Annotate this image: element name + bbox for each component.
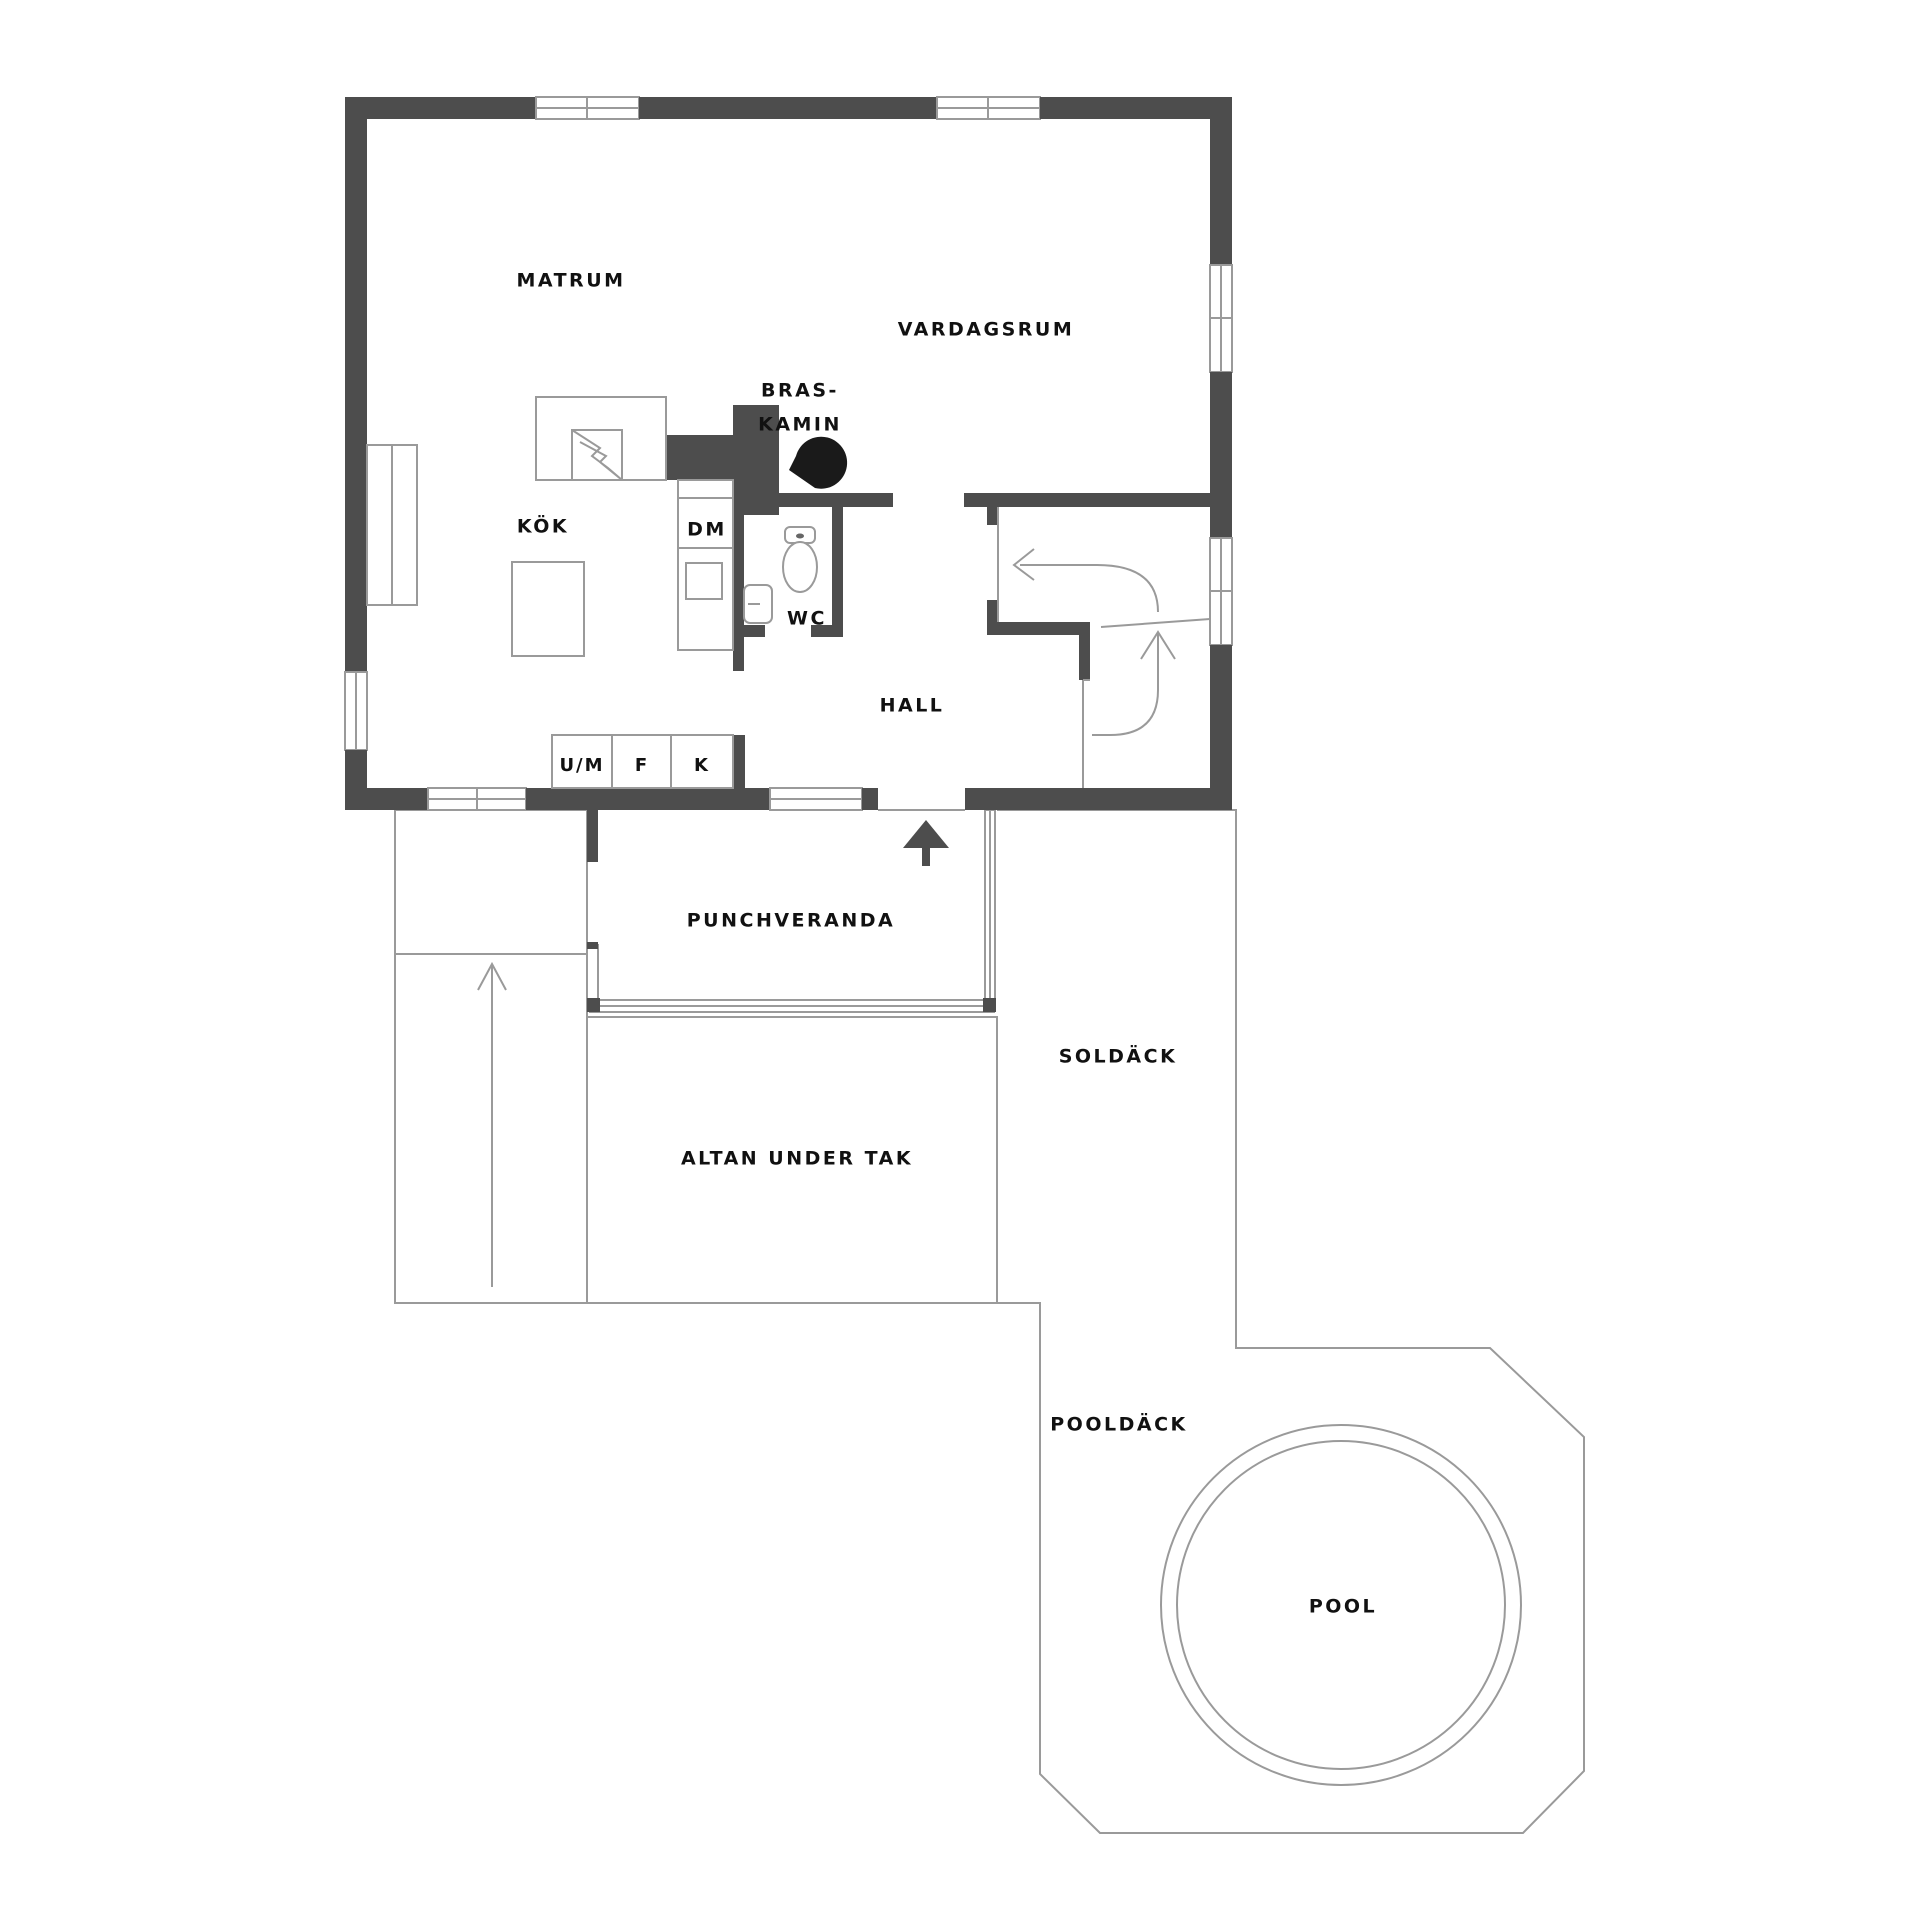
room-label-braskamin-line2: KAMIN <box>758 413 842 436</box>
room-label-punchveranda: PUNCHVERANDA <box>686 909 896 932</box>
wood-stove-icon <box>789 436 848 489</box>
entrance-arrow-icon <box>903 820 949 866</box>
stairs-arrow-icon <box>477 961 507 1287</box>
room-label-pool: POOL <box>1308 1595 1378 1618</box>
room-label-soldack: SOLDÄCK <box>1058 1045 1178 1068</box>
punchveranda-glazing <box>586 809 996 1013</box>
sink-icon <box>743 584 773 624</box>
room-label-hall: HALL <box>879 694 945 717</box>
toilet-icon <box>782 526 818 593</box>
soldack-pooldack-outline <box>997 809 1585 1834</box>
stair-swing-arrows <box>997 507 1211 788</box>
room-label-vardagsrum: VARDAGSRUM <box>897 318 1075 341</box>
closet-label-um: U/M <box>559 755 605 776</box>
room-label-altan-under-tak: ALTAN UNDER TAK <box>680 1147 914 1170</box>
room-label-kok: KÖK <box>516 515 570 538</box>
room-label-dm: DM <box>687 518 727 541</box>
outer-walls <box>344 96 1233 811</box>
room-label-pooldack: POOLDÄCK <box>1050 1413 1188 1436</box>
closet-label-k: K <box>694 755 710 776</box>
closet-label-f: F <box>634 755 650 776</box>
fixtures <box>366 396 1211 866</box>
room-label-matrum: MATRUM <box>516 269 626 292</box>
interior-walls <box>666 405 1232 790</box>
room-label-braskamin-line1: BRAS- <box>761 379 839 402</box>
room-label-wc: WC <box>787 607 827 630</box>
altan-under-tak-area <box>586 1016 998 1304</box>
pool <box>1160 1424 1522 1786</box>
outdoor-decks <box>394 809 1585 1834</box>
kitchen-island <box>511 561 585 657</box>
